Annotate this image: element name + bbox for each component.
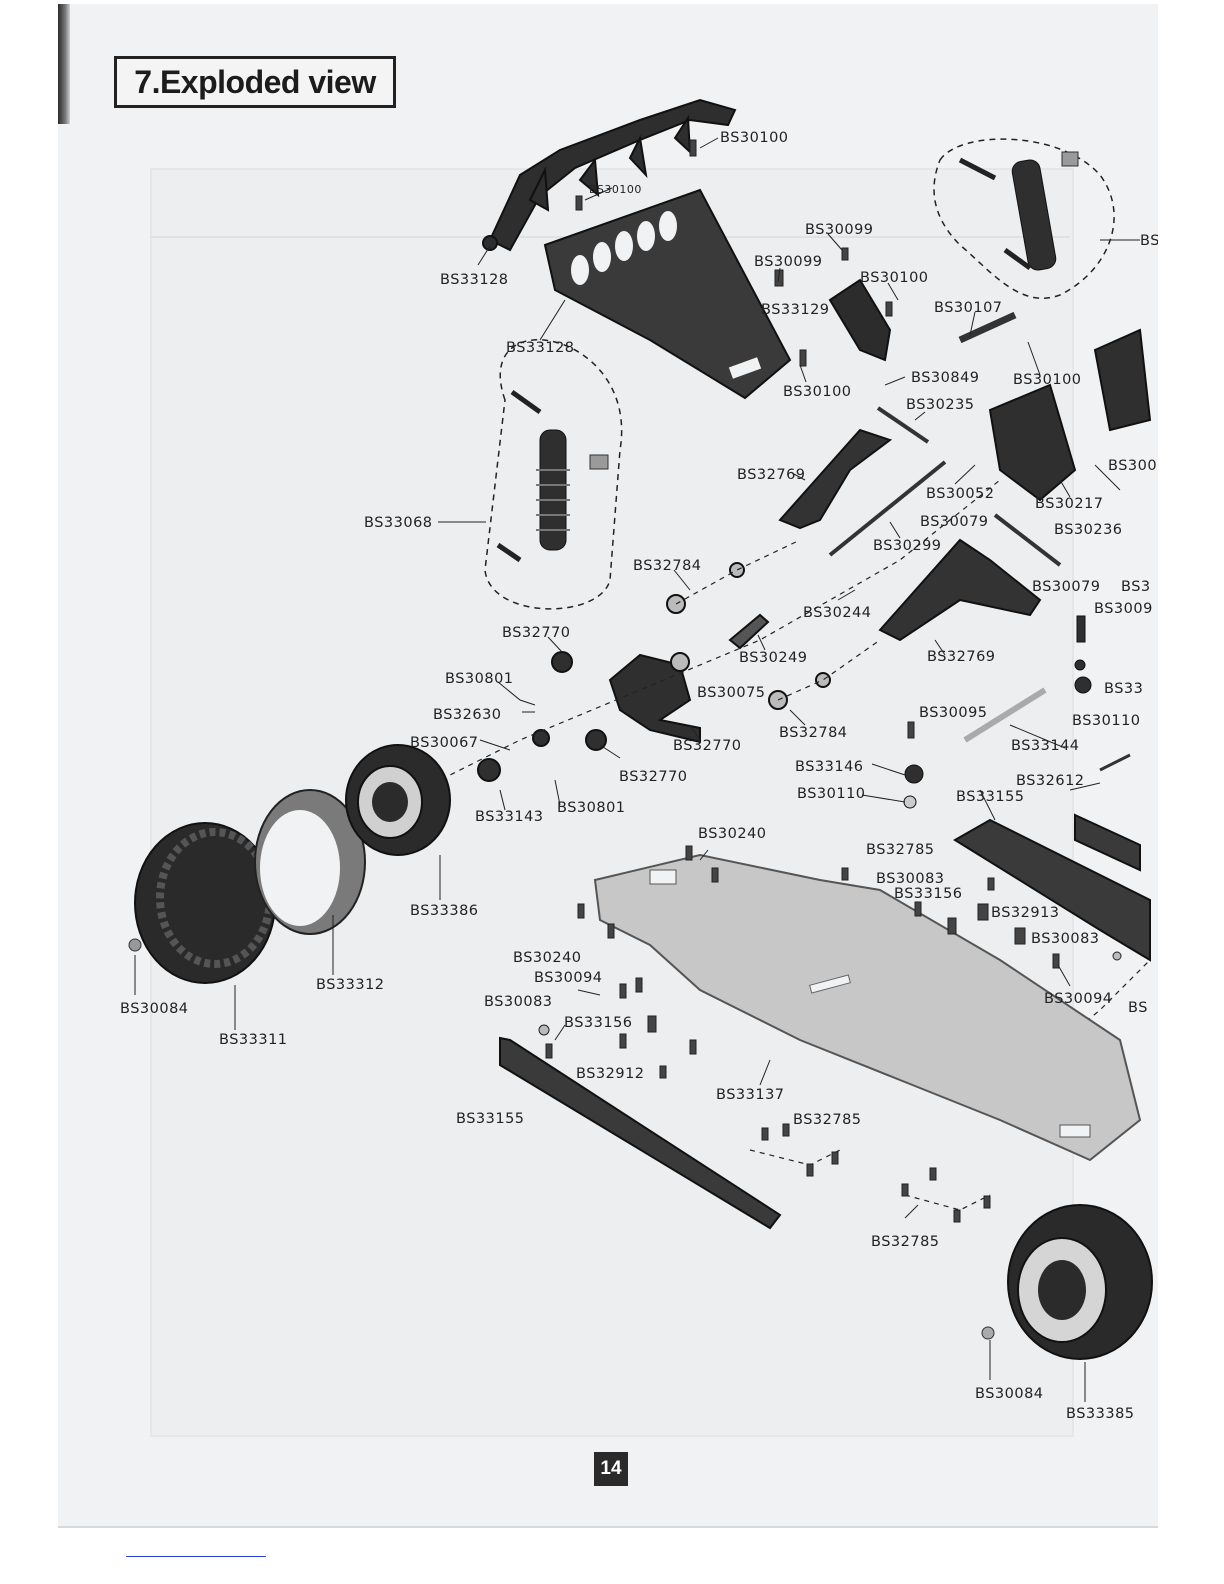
upper-arm-mount <box>828 278 892 362</box>
clipped-part-label: BS <box>1140 233 1160 249</box>
part-label: BS30094 <box>1044 991 1113 1007</box>
part-label: BS30079 <box>920 514 989 530</box>
part-label: BS33146 <box>795 759 864 775</box>
clipped-part-label: BS3009 <box>1094 601 1153 617</box>
part-label: BS33144 <box>1011 738 1080 754</box>
part-label: BS32769 <box>737 467 806 483</box>
front-shock-group <box>484 339 623 610</box>
leader-lines <box>134 137 1140 1402</box>
part-label: BS32912 <box>576 1066 645 1082</box>
part-label: BS30240 <box>698 826 767 842</box>
part-label: BS32784 <box>779 725 848 741</box>
clipped-part-label: BS3009 <box>1108 458 1167 474</box>
part-label: BS30299 <box>873 538 942 554</box>
part-label: BS30083 <box>1031 931 1100 947</box>
part-label: BS33156 <box>564 1015 633 1031</box>
part-label: BS30107 <box>934 300 1003 316</box>
section-title-box: 7.Exploded view <box>114 56 396 108</box>
part-label: BS30236 <box>1054 522 1123 538</box>
part-label: BS32630 <box>433 707 502 723</box>
part-label: BS30084 <box>975 1386 1044 1402</box>
bulkhead <box>988 328 1152 502</box>
part-label: BS30100 <box>720 130 789 146</box>
part-label: BS33155 <box>456 1111 525 1127</box>
part-label: BS30249 <box>739 650 808 666</box>
page-bottom-edge <box>58 1526 1158 1528</box>
part-label: BS32770 <box>673 738 742 754</box>
part-label: BS30079 <box>1032 579 1101 595</box>
side-guards <box>499 813 1151 1230</box>
part-label: BS30244 <box>803 605 872 621</box>
clipped-part-label: BS <box>1128 1000 1148 1016</box>
front-bumper <box>482 98 737 252</box>
hinge-pins <box>828 311 1062 743</box>
part-label: BS32913 <box>991 905 1060 921</box>
part-label: BS30217 <box>1035 496 1104 512</box>
skid-plate <box>543 188 792 400</box>
part-label: BS30052 <box>926 486 995 502</box>
binding-edge-shadow <box>58 4 70 124</box>
part-label: BS30235 <box>906 397 975 413</box>
part-label: BS32784 <box>633 558 702 574</box>
footer-link-underline <box>126 1556 266 1557</box>
part-label: BS32770 <box>619 769 688 785</box>
part-label: BS32612 <box>1016 773 1085 789</box>
part-label: BS32785 <box>793 1112 862 1128</box>
clipped-part-label: BS33 <box>1104 681 1144 697</box>
rear-wheel <box>981 1204 1153 1360</box>
part-label: BS30100 <box>860 270 929 286</box>
part-label: BS33312 <box>316 977 385 993</box>
front-wheel-assembly <box>128 744 451 984</box>
page-number: 14 <box>594 1452 628 1486</box>
part-label: BS30084 <box>120 1001 189 1017</box>
part-label: BS32785 <box>866 842 935 858</box>
page-margin <box>1158 0 1224 1584</box>
part-label: BS30849 <box>911 370 980 386</box>
part-label: BS30100 <box>783 384 852 400</box>
part-label: BS33156 <box>894 886 963 902</box>
rear-shock-group <box>933 138 1115 299</box>
part-label: BS30099 <box>754 254 823 270</box>
part-label: BS32770 <box>502 625 571 641</box>
suspension-arms <box>778 428 1042 642</box>
part-label: BS30099 <box>805 222 874 238</box>
part-label: BS30110 <box>797 786 866 802</box>
part-label: BS30075 <box>697 685 766 701</box>
part-label: BS33137 <box>716 1087 785 1103</box>
tie-rods <box>903 615 1131 809</box>
part-label: BS33385 <box>1066 1406 1135 1422</box>
section-title: 7.Exploded view <box>134 63 376 100</box>
part-label: BS33068 <box>364 515 433 531</box>
part-label: BS33386 <box>410 903 479 919</box>
part-label: BS30240 <box>513 950 582 966</box>
clipped-part-label: BS3 <box>1121 579 1151 595</box>
part-label: BS30067 <box>410 735 479 751</box>
part-label: BS30801 <box>557 800 626 816</box>
part-label: BS30094 <box>534 970 603 986</box>
part-label: BS30083 <box>876 871 945 887</box>
part-label: BS32785 <box>871 1234 940 1250</box>
part-label: BS33129 <box>761 302 830 318</box>
part-label: BS30100 <box>1013 372 1082 388</box>
part-label: BS30801 <box>445 671 514 687</box>
part-label: BS33128 <box>440 272 509 288</box>
part-label: BS32769 <box>927 649 996 665</box>
part-label: BS30095 <box>919 705 988 721</box>
part-label: BS30083 <box>484 994 553 1010</box>
part-label: BS33143 <box>475 809 544 825</box>
chassis-plate <box>593 853 1142 1162</box>
part-label: BS33155 <box>956 789 1025 805</box>
part-label: BS30110 <box>1072 713 1141 729</box>
part-label: BS33128 <box>506 340 575 356</box>
steering-knuckle <box>477 562 831 782</box>
part-label: BS30100 <box>589 183 642 196</box>
part-label: BS33311 <box>219 1032 288 1048</box>
